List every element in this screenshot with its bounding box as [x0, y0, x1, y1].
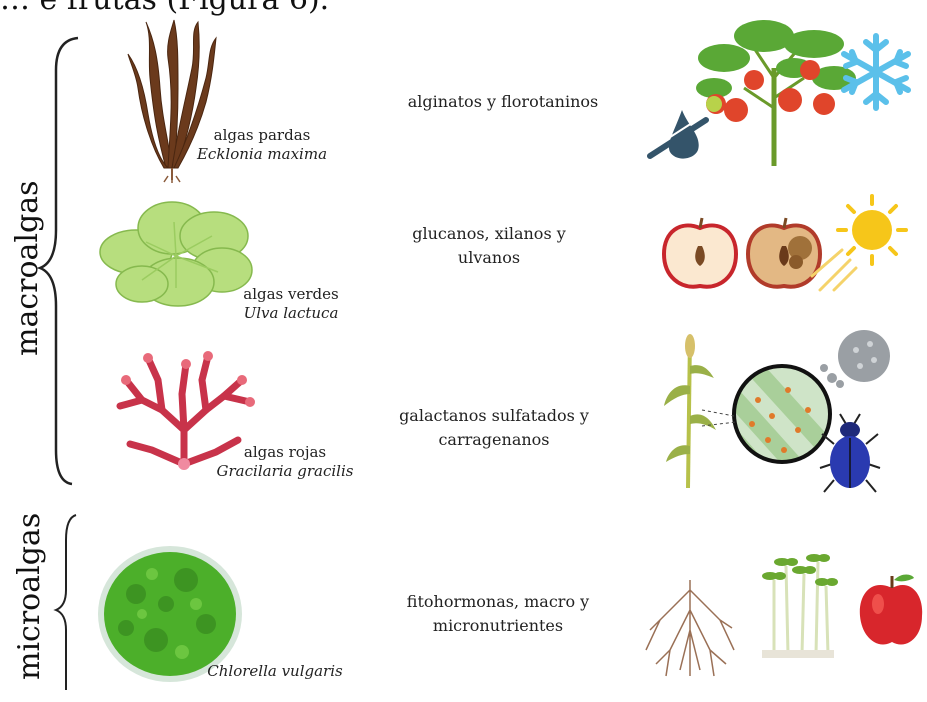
sun-icon — [806, 190, 916, 300]
row1-scientific-name: Ecklonia maxima — [196, 145, 328, 164]
spore-cloud-icon — [816, 322, 896, 392]
row3-caption: algas rojas Gracilaria gracilis — [200, 443, 370, 481]
row3-compounds: galactanos sulfatados y carragenanos — [384, 404, 604, 452]
row4-caption: Chlorella vulgaris — [190, 662, 360, 681]
apple-fresh-icon — [660, 216, 740, 292]
wheat-plant-icon — [660, 326, 720, 491]
row2-caption: algas verdes Ulva lactuca — [236, 285, 346, 323]
row4-compounds: fitohormonas, macro y micronutrientes — [396, 590, 600, 638]
water-drop-crossed-icon — [646, 100, 710, 164]
row3-scientific-name: Gracilaria gracilis — [200, 462, 370, 481]
row1-compounds: alginatos y florotaninos — [386, 90, 620, 114]
row1-caption: algas pardas Ecklonia maxima — [196, 126, 328, 164]
roots-icon — [640, 580, 740, 680]
microalgas-label: microalgas — [12, 513, 47, 680]
macroalgas-label: macroalgas — [10, 180, 45, 356]
row2-scientific-name: Ulva lactuca — [236, 304, 346, 323]
sprouts-icon — [758, 546, 838, 666]
snowflake-icon — [836, 32, 916, 112]
row4-scientific-name: Chlorella vulgaris — [190, 662, 360, 681]
red-apple-icon — [856, 570, 926, 650]
row2-common-name: algas verdes — [236, 285, 346, 304]
green-seaweed-icon — [96, 192, 256, 312]
beetle-icon — [820, 414, 880, 494]
row3-common-name: algas rojas — [200, 443, 370, 462]
row1-common-name: algas pardas — [196, 126, 328, 145]
row2-compounds: glucanos, xilanos y ulvanos — [394, 222, 584, 270]
